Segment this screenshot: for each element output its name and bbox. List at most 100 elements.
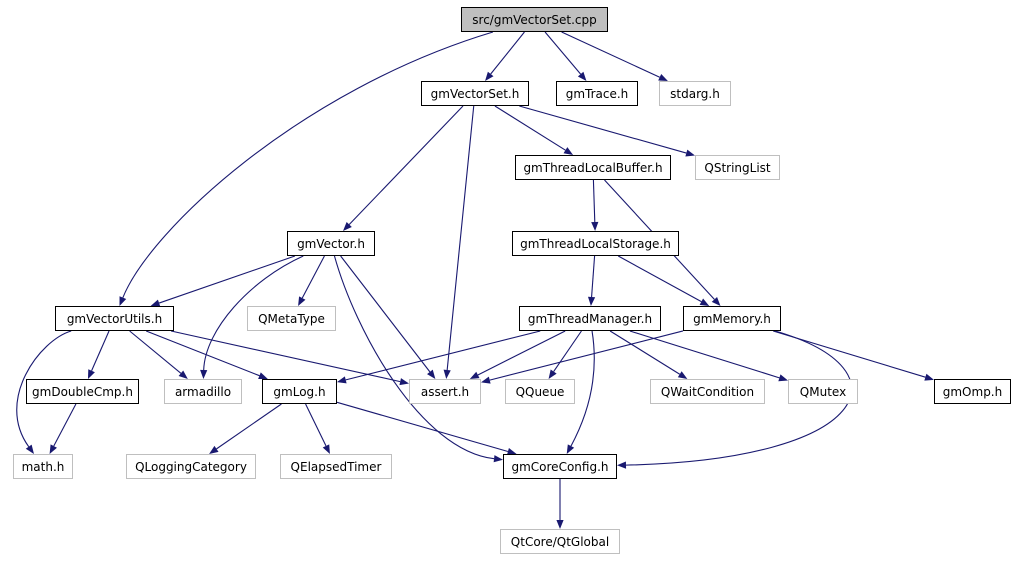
edge-line bbox=[561, 31, 660, 78]
node-label: gmDoubleCmp.h bbox=[32, 384, 133, 399]
edge-arrowhead bbox=[591, 221, 599, 231]
edge-root-to-vectorutils-h bbox=[119, 31, 494, 306]
node-label: QLoggingCategory bbox=[135, 459, 247, 474]
edge-arrowhead bbox=[427, 369, 436, 379]
edge-line bbox=[16, 330, 72, 448]
edge-root-to-trace-h bbox=[544, 31, 587, 81]
node-math-h: math.h bbox=[13, 454, 73, 479]
node-label: QElapsedTimer bbox=[290, 459, 382, 474]
edge-threadmanager-h-to-coreconfig-h bbox=[566, 330, 595, 454]
node-label: math.h bbox=[21, 459, 65, 474]
node-label: gmMemory.h bbox=[693, 311, 771, 326]
node-qstringlist: QStringList bbox=[695, 155, 780, 180]
node-label: QMetaType bbox=[258, 311, 325, 326]
node-label: gmVectorSet.h bbox=[430, 86, 520, 101]
edge-line bbox=[446, 105, 475, 371]
node-qelapsedtimer: QElapsedTimer bbox=[280, 454, 392, 479]
edge-line bbox=[340, 255, 431, 373]
node-vectorutils-h[interactable]: gmVectorUtils.h bbox=[55, 306, 174, 331]
edge-arrowhead bbox=[25, 444, 34, 454]
edge-line bbox=[629, 330, 780, 379]
node-doublecmp-h[interactable]: gmDoubleCmp.h bbox=[26, 379, 139, 404]
edge-line bbox=[477, 330, 566, 376]
node-label: assert.h bbox=[420, 384, 470, 399]
edge-line bbox=[305, 403, 327, 447]
edge-arrowhead bbox=[399, 378, 409, 386]
edge-line bbox=[519, 105, 687, 154]
node-label: gmThreadLocalBuffer.h bbox=[523, 160, 663, 175]
edge-vector-h-to-coreconfig-h bbox=[333, 255, 503, 463]
edge-arrowhead bbox=[563, 147, 574, 155]
node-qmutex: QMutex bbox=[788, 379, 858, 404]
edge-arrowhead bbox=[566, 444, 575, 454]
edge-arrowhead bbox=[677, 371, 688, 379]
edge-threadmanager-h-to-qwaitcondition bbox=[609, 330, 688, 379]
node-tlstorage-h[interactable]: gmThreadLocalStorage.h bbox=[512, 231, 679, 256]
edge-arrowhead bbox=[577, 71, 587, 81]
edge-line bbox=[490, 31, 525, 75]
edge-arrowhead bbox=[548, 369, 557, 379]
node-stdarg-h: stdarg.h bbox=[659, 81, 731, 106]
edge-threadmanager-h-to-assert-h bbox=[469, 330, 566, 379]
node-log-h[interactable]: gmLog.h bbox=[262, 379, 337, 404]
edge-log-h-to-qelapsedtimer bbox=[305, 403, 330, 454]
edge-tlstorage-h-to-memory-h bbox=[617, 255, 710, 306]
node-tlbuffer-h[interactable]: gmThreadLocalBuffer.h bbox=[515, 155, 671, 180]
edge-arrowhead bbox=[150, 299, 161, 307]
node-label: QMutex bbox=[799, 384, 847, 399]
edge-arrowhead bbox=[506, 448, 517, 455]
edge-arrowhead bbox=[119, 296, 127, 306]
node-label: gmVectorUtils.h bbox=[66, 311, 163, 326]
edge-arrowhead bbox=[617, 461, 627, 469]
edge-arrowhead bbox=[322, 444, 330, 454]
edge-arrowhead bbox=[556, 520, 564, 529]
edge-line bbox=[609, 330, 681, 375]
node-coreconfig-h[interactable]: gmCoreConfig.h bbox=[503, 454, 617, 479]
edge-line bbox=[203, 255, 304, 371]
node-qqueue: QQueue bbox=[505, 379, 575, 404]
edge-arrowhead bbox=[699, 298, 710, 306]
edge-line bbox=[592, 179, 596, 223]
edge-line bbox=[170, 330, 401, 383]
node-trace-h[interactable]: gmTrace.h bbox=[556, 81, 638, 106]
node-root[interactable]: src/gmVectorSet.cpp bbox=[461, 7, 608, 32]
edge-vector-h-to-qmetatype bbox=[298, 255, 325, 306]
edge-log-h-to-coreconfig-h bbox=[336, 401, 517, 455]
node-qwaitcondition: QWaitCondition bbox=[650, 379, 765, 404]
edge-coreconfig-h-to-qtglobal bbox=[556, 479, 564, 529]
edge-arrowhead bbox=[924, 373, 934, 381]
edge-memory-h-to-coreconfig-h bbox=[617, 330, 853, 469]
edge-arrowhead bbox=[778, 374, 788, 382]
edge-arrowhead bbox=[298, 296, 306, 306]
edge-line bbox=[553, 330, 582, 372]
node-qloggingcategory: QLoggingCategory bbox=[126, 454, 256, 479]
node-label: gmThreadLocalStorage.h bbox=[520, 236, 671, 251]
edge-line bbox=[489, 330, 684, 381]
edge-line bbox=[591, 255, 596, 298]
node-label: QWaitCondition bbox=[660, 384, 755, 399]
edge-threadmanager-h-to-qmutex bbox=[629, 330, 788, 382]
node-memory-h[interactable]: gmMemory.h bbox=[683, 306, 781, 331]
edge-vectorutils-h-to-math-h bbox=[16, 330, 72, 454]
edge-arrowhead bbox=[200, 369, 208, 379]
edge-line bbox=[53, 403, 77, 447]
node-omp-h[interactable]: gmOmp.h bbox=[934, 379, 1011, 404]
node-label: gmLog.h bbox=[273, 384, 326, 399]
edge-log-h-to-qloggingcategory bbox=[209, 403, 282, 454]
edge-arrowhead bbox=[711, 296, 721, 306]
node-threadmanager-h[interactable]: gmThreadManager.h bbox=[519, 306, 661, 331]
edge-vectorutils-h-to-log-h bbox=[145, 330, 268, 380]
edge-doublecmp-h-to-math-h bbox=[49, 403, 77, 454]
edge-tlbuffer-h-to-tlstorage-h bbox=[591, 179, 599, 231]
edge-arrowhead bbox=[587, 296, 596, 306]
edge-line bbox=[158, 255, 296, 304]
edge-memory-h-to-assert-h bbox=[481, 330, 684, 384]
node-label: QStringList bbox=[704, 160, 771, 175]
node-vector-h[interactable]: gmVector.h bbox=[287, 231, 375, 256]
edge-vectorutils-h-to-assert-h bbox=[170, 330, 409, 386]
node-vectorset-h[interactable]: gmVectorSet.h bbox=[421, 81, 529, 106]
node-label: QQueue bbox=[515, 384, 565, 399]
edge-arrowhead bbox=[481, 376, 491, 384]
edge-line bbox=[570, 330, 595, 447]
